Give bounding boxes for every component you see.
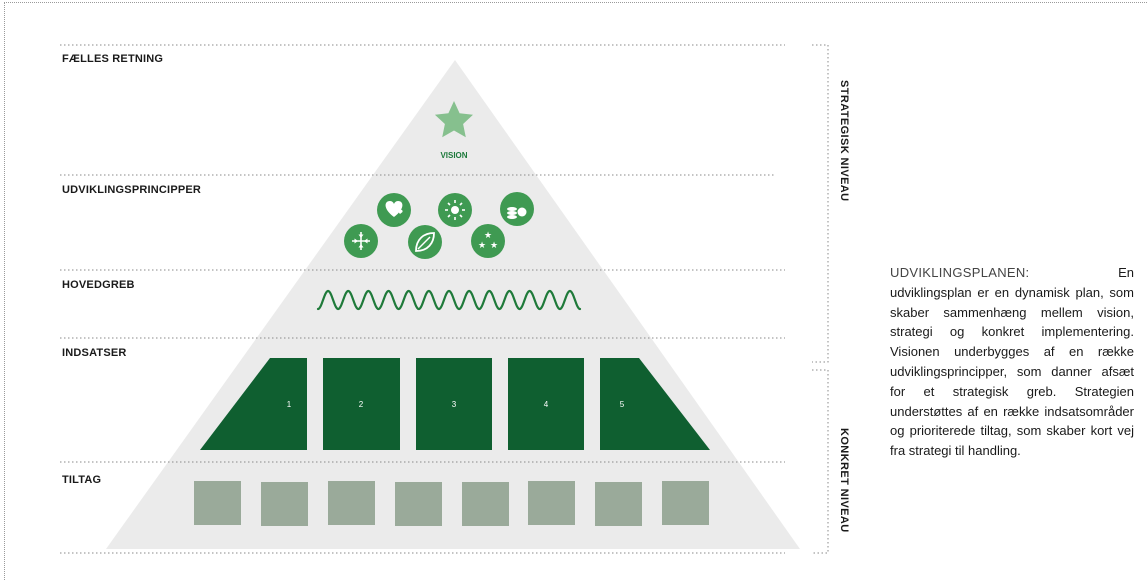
svg-text:★: ★ (490, 241, 498, 251)
indsats-number: 2 (359, 400, 364, 409)
hovedgreb-wave (316, 289, 582, 311)
heart-icon (377, 193, 411, 227)
indsats-number: 1 (287, 400, 292, 409)
svg-text:★: ★ (478, 241, 486, 251)
indsats-block (323, 358, 400, 450)
level-label-udviklingsprincipper: UDVIKLINGSPRINCIPPER (62, 184, 202, 196)
frame-top-border (4, 2, 1147, 3)
tiltag-box (395, 482, 442, 526)
tiltag-box (662, 481, 709, 525)
description-body: En udviklingsplan er en dynamisk plan, s… (890, 265, 1134, 459)
level-label-hovedgreb: HOVEDGREB (62, 279, 135, 291)
description-text: UDVIKLINGSPLANEN: En udviklingsplan er e… (890, 263, 1134, 461)
strategic-bracket (812, 44, 829, 363)
level-dividers (60, 44, 785, 554)
indsats-block (600, 358, 710, 450)
indsats-number: 5 (620, 400, 625, 409)
tiltag-box (462, 482, 509, 526)
tiltag-box (328, 481, 375, 525)
tiltag-box (261, 482, 308, 526)
level-label-indsatser: INDSATSER (62, 347, 127, 359)
tiltag-boxes (194, 481, 709, 526)
sun-icon (438, 193, 472, 227)
frame-left-border (4, 2, 5, 580)
leaf-icon (408, 225, 442, 259)
indsats-number: 4 (544, 400, 549, 409)
indsats-number: 3 (452, 400, 457, 409)
pyramid-shape (106, 60, 800, 549)
tiltag-box (194, 481, 241, 525)
tiltag-box (528, 481, 575, 525)
indsats-block (200, 358, 307, 450)
vision-star-icon (434, 101, 473, 138)
svg-text:★: ★ (484, 231, 492, 241)
indsats-block (508, 358, 584, 450)
side-label-strategic: STRATEGISK NIVEAU (838, 80, 850, 202)
level-label-tiltag: TILTAG (62, 474, 102, 486)
indsats-block (416, 358, 492, 450)
level-label-faelles-retning: FÆLLES RETNING (62, 53, 164, 65)
vision-label: VISION (440, 151, 467, 160)
concrete-bracket (812, 369, 829, 554)
arrows-icon (344, 224, 378, 258)
level-brackets (812, 44, 829, 554)
coins-icon (500, 192, 534, 226)
tiltag-box (595, 482, 642, 526)
description-lead: UDVIKLINGSPLANEN: (890, 265, 1030, 280)
principle-icons: ★ ★ ★ (344, 192, 534, 259)
stars-icon: ★ ★ ★ (471, 224, 505, 258)
side-label-concrete: KONKRET NIVEAU (838, 428, 850, 533)
indsatser-blocks: 1 2 3 4 5 (200, 358, 710, 450)
